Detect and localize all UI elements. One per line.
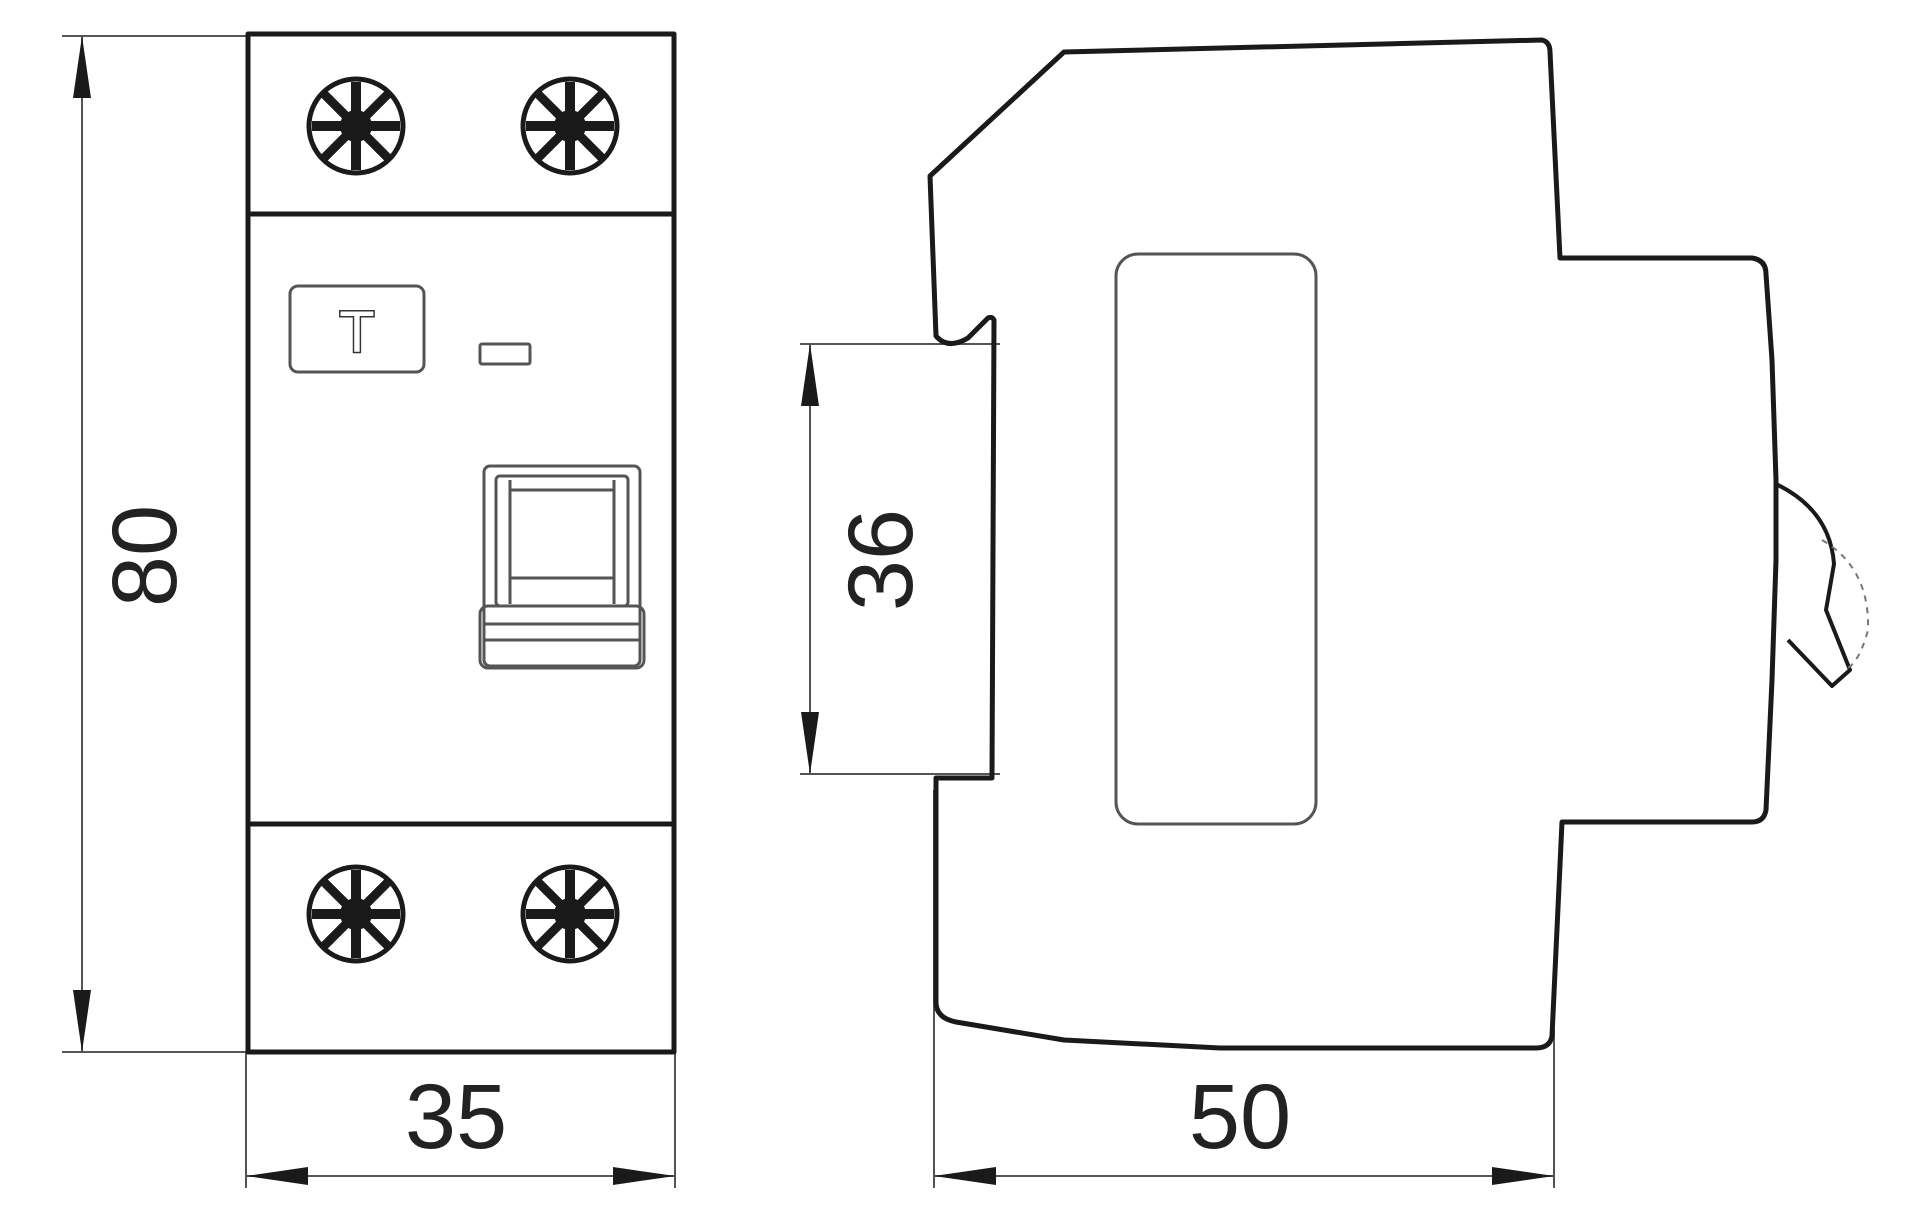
switch-handle-icon bbox=[1775, 482, 1870, 688]
terminal-screw-icon bbox=[520, 864, 620, 964]
depth-dimension: 50 bbox=[934, 1066, 1554, 1185]
front-body bbox=[245, 31, 677, 1055]
terminal-screw-icon bbox=[306, 864, 406, 964]
arrow-head-down bbox=[801, 712, 819, 774]
test-button-label: T bbox=[339, 300, 374, 365]
terminal-screw-icon bbox=[306, 76, 406, 176]
arrow-head-left bbox=[246, 1167, 308, 1185]
terminal-screw-icon bbox=[520, 76, 620, 176]
extension-lines bbox=[62, 35, 1555, 1188]
toggle-lever bbox=[478, 464, 646, 670]
arrow-head-right bbox=[1492, 1167, 1554, 1185]
height-label: 80 bbox=[94, 505, 196, 607]
rail-label: 36 bbox=[830, 509, 932, 611]
test-button bbox=[288, 284, 426, 374]
front-view: T bbox=[245, 31, 677, 1055]
rail-dimension: 36 bbox=[801, 344, 932, 774]
arrow-head-left bbox=[934, 1167, 996, 1185]
status-indicator bbox=[478, 342, 532, 366]
width-label: 35 bbox=[405, 1066, 507, 1168]
arrow-head-up bbox=[801, 344, 819, 406]
label-window bbox=[1114, 252, 1318, 826]
side-body-outline bbox=[927, 37, 1779, 1051]
arrow-head-down bbox=[73, 990, 91, 1052]
side-view bbox=[927, 37, 1870, 1051]
arrow-head-right bbox=[613, 1167, 675, 1185]
height-dimension: 80 bbox=[73, 36, 196, 1052]
width-dimension: 35 bbox=[246, 1066, 675, 1185]
arrow-head-up bbox=[73, 36, 91, 98]
depth-label: 50 bbox=[1189, 1066, 1291, 1168]
